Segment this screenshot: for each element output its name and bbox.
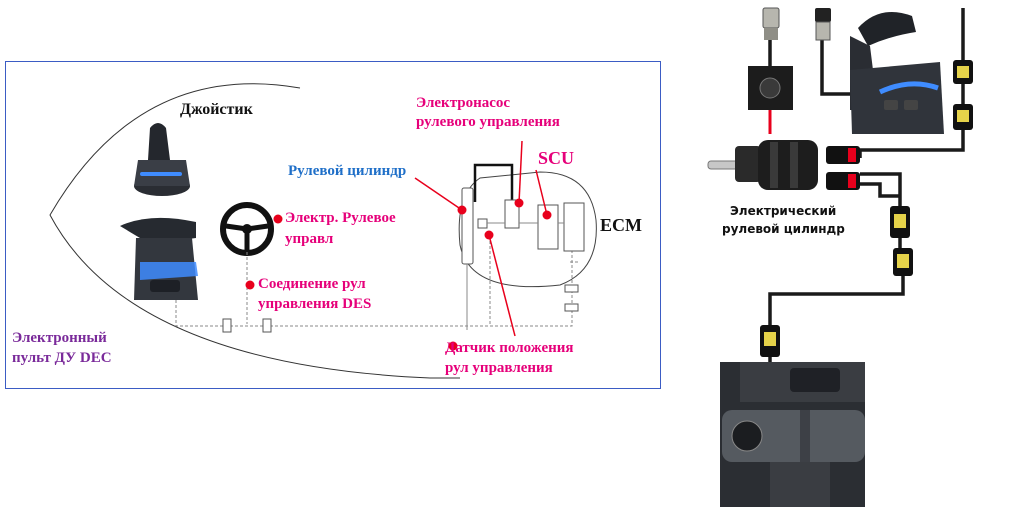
plug-icon <box>762 7 780 40</box>
connector-icon <box>953 60 973 84</box>
pump-label-1: Электронасос <box>416 95 511 111</box>
joystick-label: Джойстик <box>180 101 253 118</box>
plug-icon <box>826 172 860 190</box>
connector-icon <box>890 206 910 238</box>
plug-icon <box>826 146 860 164</box>
connector <box>564 303 579 312</box>
key-switch-icon <box>748 66 793 134</box>
cylinder-caption-1: Электрический <box>730 204 837 218</box>
dec-label-2: пульт ДУ DEC <box>12 350 112 366</box>
cable <box>858 130 965 158</box>
ecm-label: ECM <box>600 215 642 235</box>
cylinder-label: Рулевой цилиндр <box>288 163 407 179</box>
steering-pump <box>504 199 520 229</box>
engine-outline <box>458 171 597 288</box>
dec-label-1: Электронный <box>12 330 107 346</box>
des-label-1: Соединение рул <box>258 276 366 292</box>
connector-icon <box>893 248 913 276</box>
steering-cylinder-photo <box>707 140 818 190</box>
sensor-label-1: Датчик положения <box>445 340 574 356</box>
label-pointers <box>245 140 552 351</box>
control-lever-icon <box>850 12 944 134</box>
electric-steering-label-1: Электр. Рулевое <box>285 210 396 226</box>
plug-icon <box>815 8 831 41</box>
connector <box>564 284 579 293</box>
cable <box>820 40 850 96</box>
connector <box>262 318 272 333</box>
pump-hose <box>473 163 514 202</box>
ecm-box <box>563 202 585 252</box>
pump-label-2: рулевого управления <box>416 114 560 130</box>
remote-control-icon <box>120 217 198 300</box>
electric-steering-label-2: управл <box>285 231 334 247</box>
scu-label: SCU <box>538 148 575 168</box>
connector-icon <box>953 104 973 130</box>
outboard-motor-photo <box>720 362 865 507</box>
sensor-label-2: рул управления <box>445 360 553 376</box>
hull-outline <box>49 83 460 379</box>
connector <box>222 318 232 333</box>
cylinder-caption-2: рулевой цилиндр <box>722 222 845 236</box>
connector-icon <box>760 325 780 357</box>
des-label-2: управления DES <box>258 296 372 312</box>
diagram-frame <box>5 61 661 389</box>
joystick-icon <box>134 123 190 196</box>
cable <box>768 276 905 325</box>
cable <box>860 182 900 198</box>
